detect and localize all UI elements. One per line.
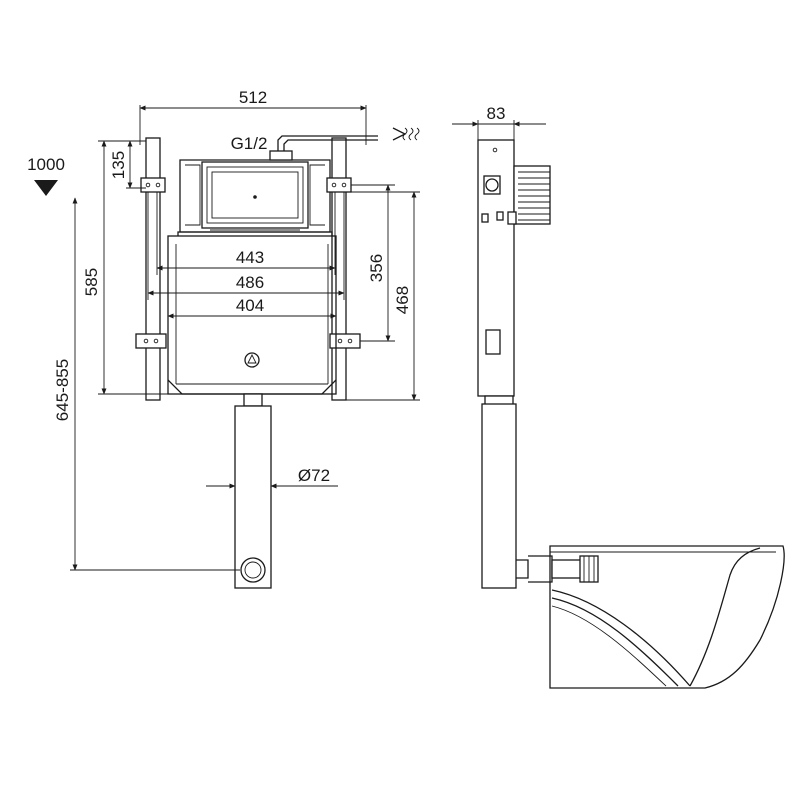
- water-supply-icon: [392, 127, 420, 141]
- dim-inlet-thread: G1/2: [231, 134, 268, 153]
- dim-depth: 83: [487, 104, 506, 123]
- front-view: [135, 135, 378, 589]
- outlet-pipe: [234, 393, 272, 589]
- dim-bracket-height: 468: [393, 286, 412, 314]
- dim-bracket-spacing: 356: [367, 254, 386, 282]
- front-dimensions: 512 G1/2 1000 135 585 645-855 443: [27, 88, 420, 571]
- dim-frame-inner-width: 443: [236, 248, 264, 267]
- side-view: 83: [452, 104, 785, 689]
- water-inlet: [269, 135, 378, 161]
- dim-pipe-diameter: Ø72: [298, 466, 330, 485]
- toilet-bowl: [549, 545, 785, 689]
- dim-frame-height: 585: [82, 268, 101, 296]
- dim-height-range: 645-855: [53, 359, 72, 421]
- level-triangle-icon: [34, 180, 58, 196]
- dim-level-mark: 1000: [27, 155, 65, 174]
- dim-frame-outer-width: 486: [236, 273, 264, 292]
- tank-top: [179, 159, 331, 233]
- inlet-fins: [518, 171, 550, 221]
- dim-width-total: 512: [239, 88, 267, 107]
- mounting-brackets: [135, 177, 361, 349]
- dim-height-upper: 135: [109, 151, 128, 179]
- dim-tank-width: 404: [236, 296, 264, 315]
